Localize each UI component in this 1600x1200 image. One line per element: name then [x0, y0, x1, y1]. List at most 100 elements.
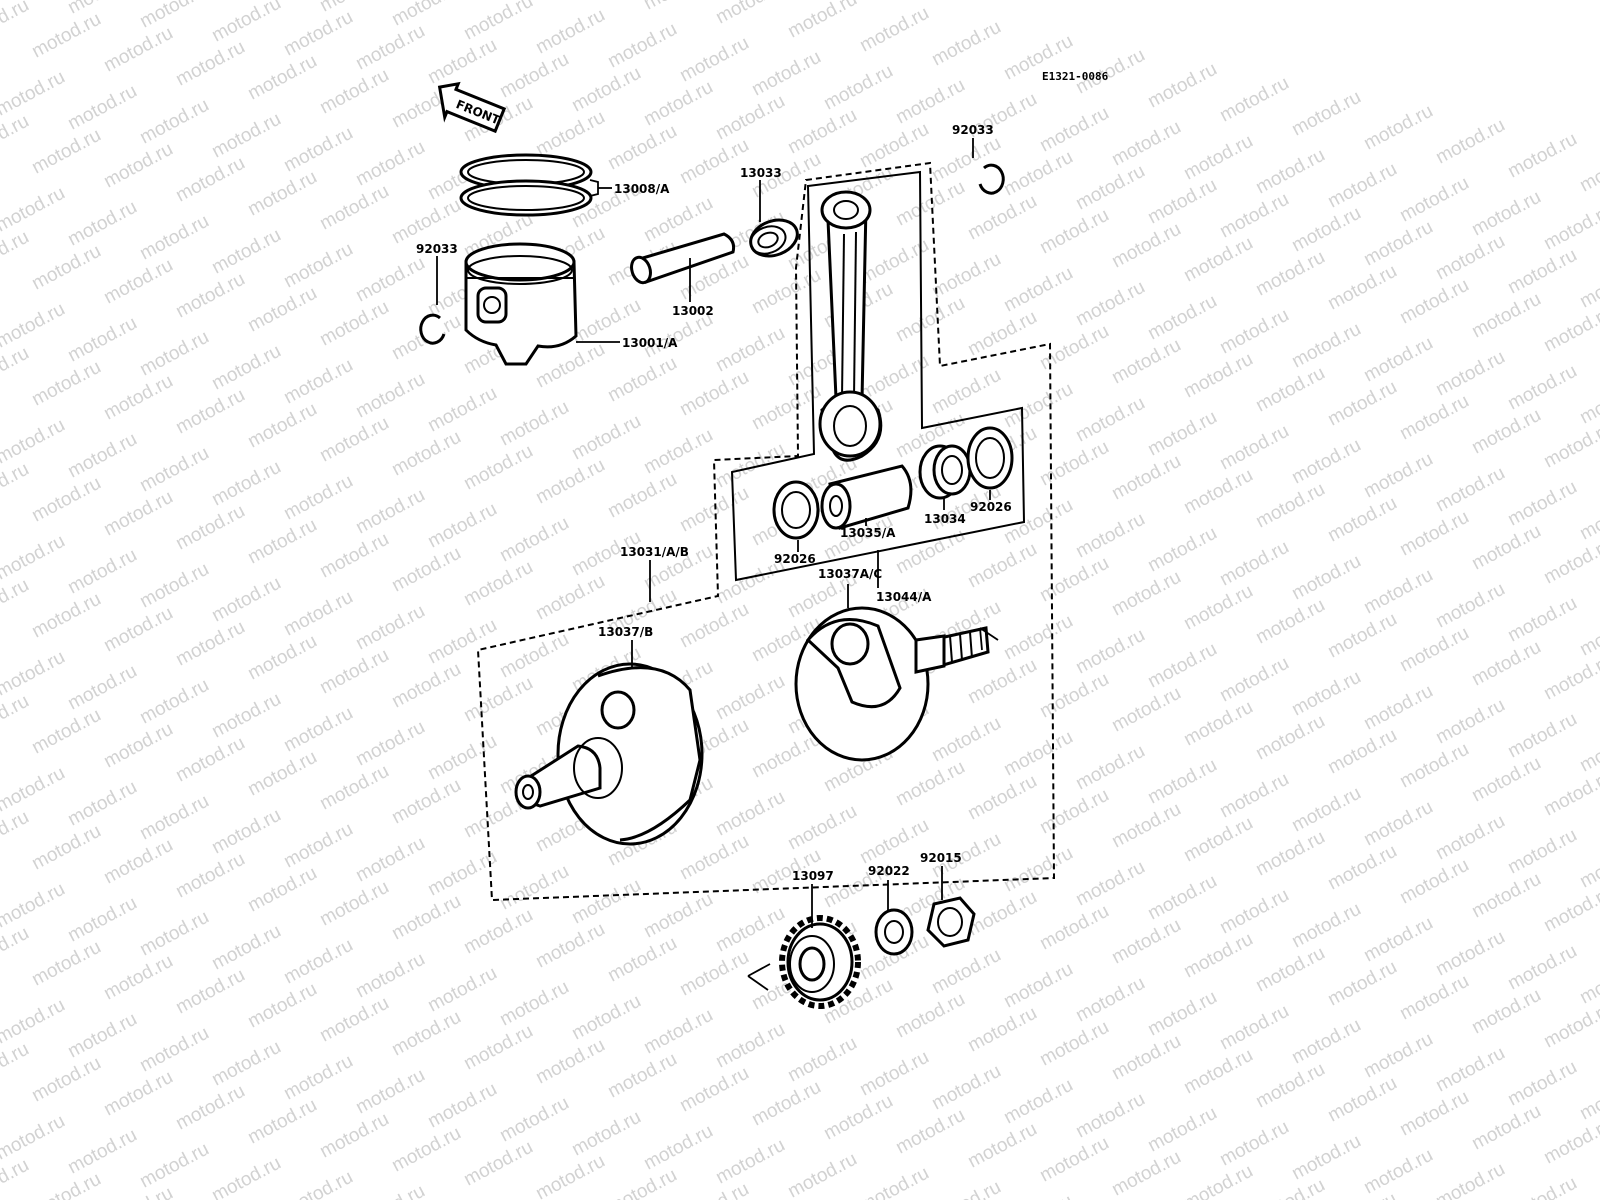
watermark-text: motod.ru — [1468, 753, 1544, 807]
watermark-text: motod.ru — [1036, 1017, 1112, 1071]
label-92022: 92022 — [868, 864, 910, 878]
watermark-text: motod.ru — [1108, 683, 1184, 737]
watermark-text: motod.ru — [244, 747, 320, 801]
watermark-text: motod.ru — [1036, 437, 1112, 491]
label-13037ac: 13037A/C — [818, 567, 882, 581]
watermark-text: motod.ru — [172, 617, 248, 671]
watermark-text: motod.ru — [892, 757, 968, 811]
watermark-text: motod.ru — [496, 513, 572, 567]
watermark-text: motod.ru — [208, 341, 284, 395]
watermark-text: motod.ru — [1432, 1159, 1508, 1200]
watermark-text: motod.ru — [1144, 523, 1220, 577]
watermark-text: motod.ru — [1180, 813, 1256, 867]
watermark-text: motod.ru — [280, 123, 356, 177]
watermark-text: motod.ru — [712, 0, 788, 28]
watermark-text: motod.ru — [1144, 407, 1220, 461]
watermark-text: motod.ru — [1180, 929, 1256, 983]
watermark-text: motod.ru — [1288, 1131, 1364, 1185]
watermark-text: motod.ru — [1576, 259, 1600, 313]
watermark-text: motod.ru — [0, 1111, 69, 1165]
watermark-text: motod.ru — [820, 1091, 896, 1145]
watermark-text: motod.ru — [1396, 739, 1472, 793]
watermark-text: motod.ru — [568, 1107, 644, 1161]
watermark-text: motod.ru — [0, 531, 69, 585]
watermark-text: motod.ru — [172, 269, 248, 323]
watermark-text: motod.ru — [1360, 1145, 1436, 1199]
piston-rings-icon — [459, 153, 593, 217]
washer-icon — [874, 908, 914, 956]
watermark-text: motod.ru — [136, 907, 212, 961]
watermark-text: motod.ru — [604, 1165, 680, 1200]
watermark-text: motod.ru — [28, 937, 104, 991]
watermark-text: motod.ru — [1540, 999, 1600, 1053]
watermark-text: motod.ru — [604, 19, 680, 73]
watermark-text: motod.ru — [496, 1093, 572, 1147]
label-13002: 13002 — [672, 304, 714, 318]
watermark-text: motod.ru — [28, 705, 104, 759]
watermark-text: motod.ru — [1360, 1029, 1436, 1083]
watermark-text: motod.ru — [424, 1079, 500, 1133]
watermark-text: motod.ru — [1288, 899, 1364, 953]
watermark-text: motod.ru — [460, 0, 536, 44]
watermark-text: motod.ru — [1576, 955, 1600, 1009]
watermark-text: motod.ru — [172, 37, 248, 91]
watermark-text: motod.ru — [280, 1167, 356, 1200]
watermark-text: motod.ru — [1540, 651, 1600, 705]
watermark-text: motod.ru — [1324, 1073, 1400, 1127]
watermark-text: motod.ru — [1108, 799, 1184, 853]
watermark-text: motod.ru — [1288, 87, 1364, 141]
watermark-text: motod.ru — [1252, 247, 1328, 301]
label-92033-right: 92033 — [952, 123, 994, 137]
watermark-text: motod.ru — [1180, 465, 1256, 519]
watermark-text: motod.ru — [1576, 839, 1600, 893]
watermark-text: motod.ru — [928, 17, 1004, 71]
watermark-text: motod.ru — [1216, 421, 1292, 475]
watermark-text: motod.ru — [0, 647, 69, 701]
watermark-text: motod.ru — [1252, 943, 1328, 997]
watermark-text: motod.ru — [604, 1049, 680, 1103]
watermark-text: motod.ru — [1036, 205, 1112, 259]
watermark-text: motod.ru — [640, 1121, 716, 1175]
watermark-text: motod.ru — [1000, 147, 1076, 201]
watermark-text: motod.ru — [1360, 217, 1436, 271]
watermark-text: motod.ru — [1468, 985, 1544, 1039]
watermark-text: motod.ru — [1540, 419, 1600, 473]
watermark-text: motod.ru — [1576, 723, 1600, 777]
watermark-text: motod.ru — [1216, 537, 1292, 591]
assembly-outline — [476, 161, 1056, 902]
watermark-text: motod.ru — [172, 1081, 248, 1135]
watermark-text: motod.ru — [280, 819, 356, 873]
watermark-text: motod.ru — [676, 831, 752, 885]
nut-icon — [926, 896, 976, 948]
watermark-text: motod.ru — [1108, 451, 1184, 505]
watermark-text: motod.ru — [1252, 145, 1328, 199]
watermark-text: motod.ru — [1036, 321, 1112, 375]
watermark-text: motod.ru — [532, 571, 608, 625]
watermark-text: motod.ru — [1324, 261, 1400, 315]
watermark-text: motod.ru — [1072, 741, 1148, 795]
watermark-text: motod.ru — [244, 1095, 320, 1149]
watermark-text: motod.ru — [784, 1149, 860, 1200]
watermark-text: motod.ru — [856, 119, 932, 173]
watermark-text: motod.ru — [0, 0, 33, 48]
watermark-text: motod.ru — [316, 1109, 392, 1163]
watermark-text: motod.ru — [1396, 855, 1472, 909]
watermark-text: motod.ru — [460, 1021, 536, 1075]
thrust-washer-right-icon — [966, 426, 1014, 490]
watermark-text: motod.ru — [568, 63, 644, 117]
watermark-text: motod.ru — [136, 211, 212, 265]
watermark-text: motod.ru — [0, 995, 69, 1049]
watermark-text: motod.ru — [100, 835, 176, 889]
watermark-text: motod.ru — [28, 125, 104, 179]
watermark-text: motod.ru — [1432, 347, 1508, 401]
watermark-text: motod.ru — [136, 1023, 212, 1077]
watermark-text: motod.ru — [280, 355, 356, 409]
label-13044a: 13044/A — [876, 590, 932, 604]
watermark-text: motod.ru — [892, 525, 968, 579]
watermark-text: motod.ru — [1576, 1071, 1600, 1125]
watermark-text: motod.ru — [1432, 1043, 1508, 1097]
watermark-text: motod.ru — [388, 1123, 464, 1177]
watermark-text: motod.ru — [208, 1153, 284, 1200]
watermark-text: motod.ru — [1144, 59, 1220, 113]
watermark-text: motod.ru — [1288, 551, 1364, 605]
